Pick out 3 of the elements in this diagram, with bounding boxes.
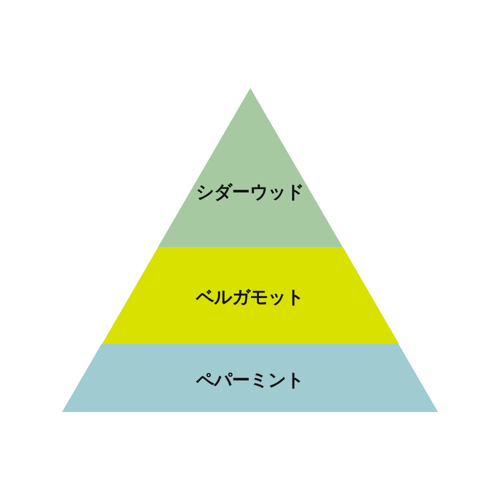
band-label: ペパーミント [196, 369, 304, 392]
band-label: ベルガモット [196, 286, 304, 309]
band-label: シダーウッド [196, 181, 304, 204]
